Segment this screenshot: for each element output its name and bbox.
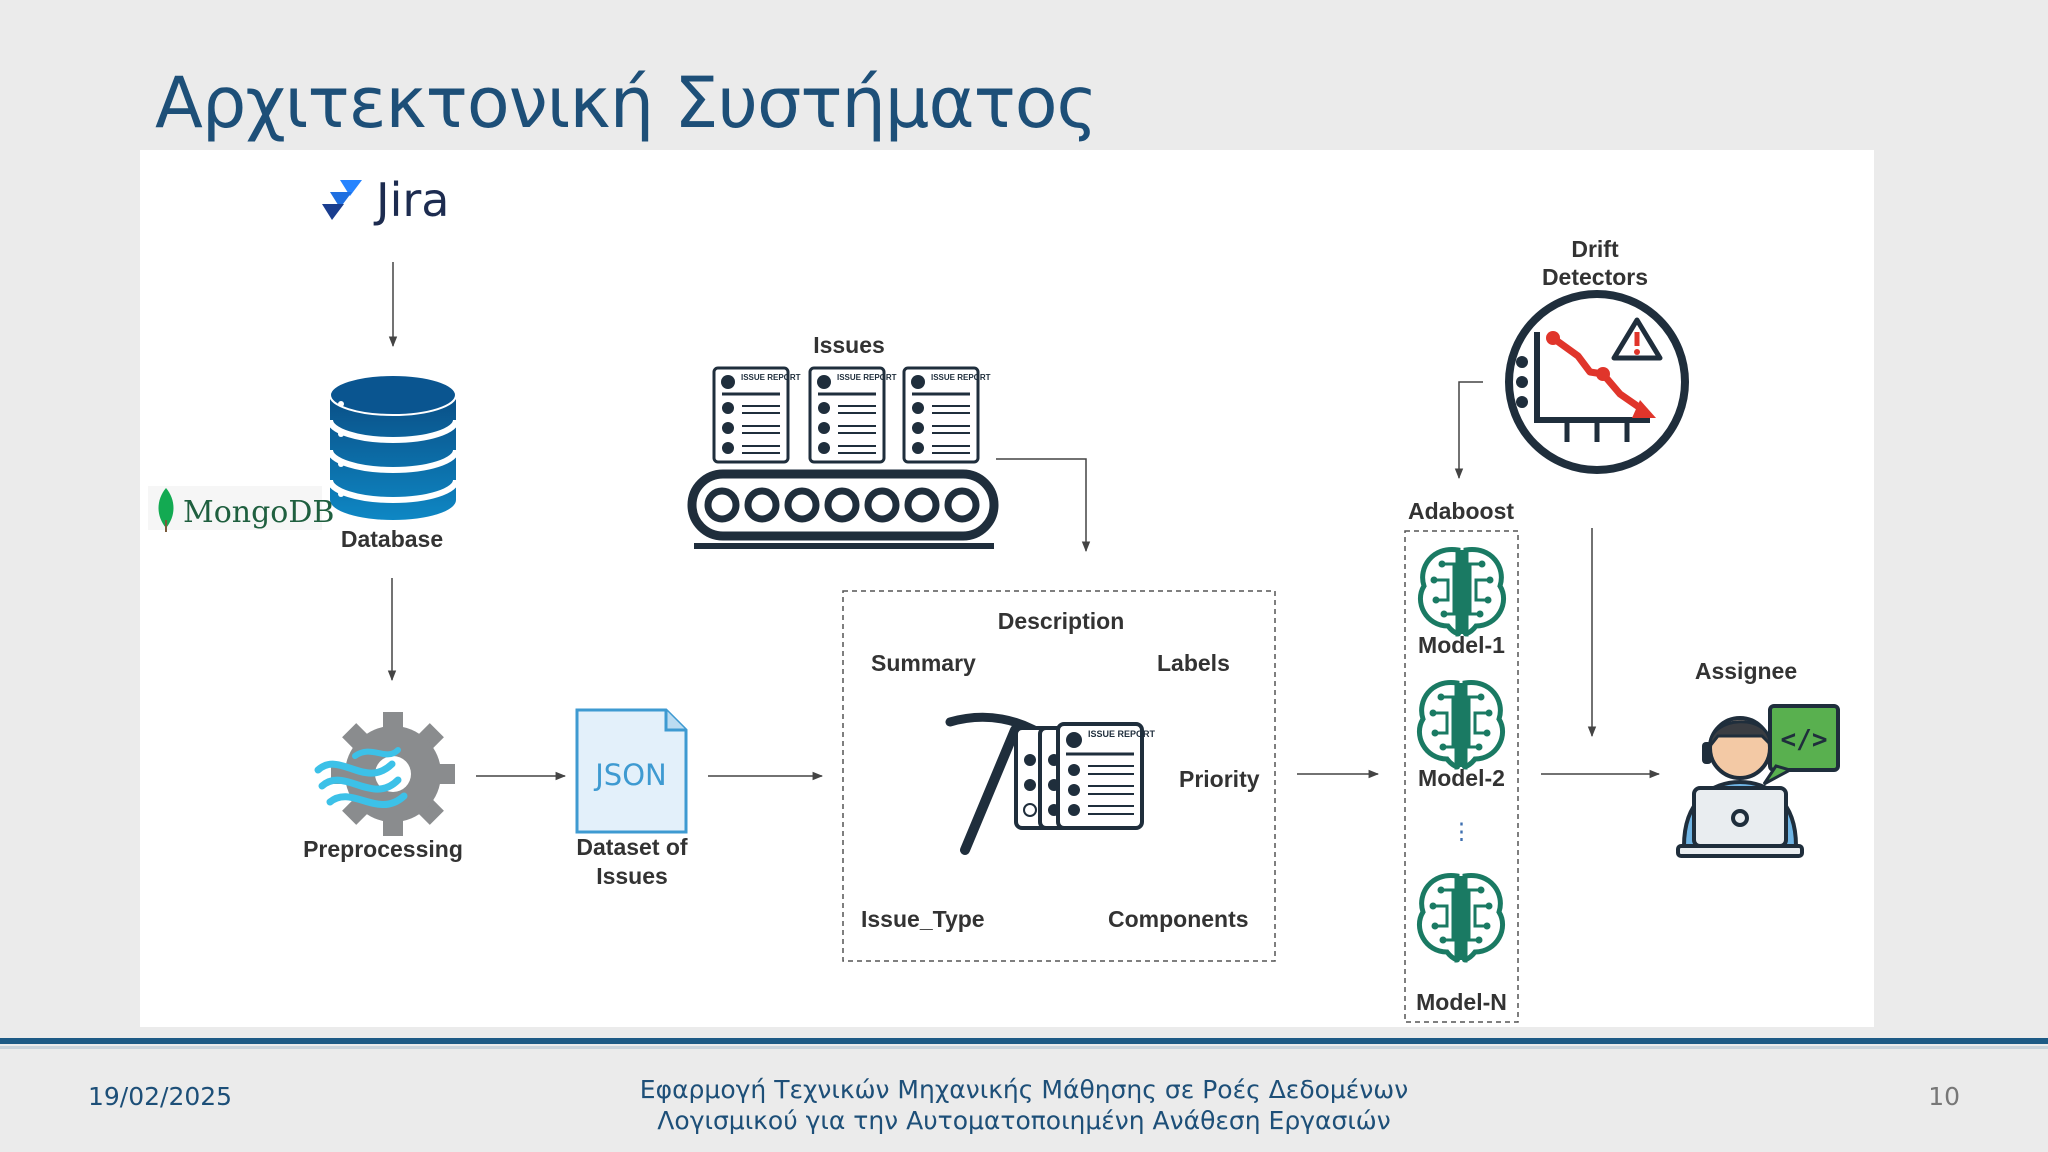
preprocessing-gear-icon: [314, 712, 455, 836]
json-label: JSON: [593, 758, 666, 792]
assignee-label: Assignee: [1694, 658, 1798, 684]
database-label: Database: [340, 526, 444, 552]
adaboost-box: [1404, 530, 1519, 1023]
svg-text:ISSUE REPORT: ISSUE REPORT: [837, 373, 897, 382]
footer-title: Εφαρμογή Τεχνικών Μηχανικής Μάθησης σε Ρ…: [624, 1074, 1424, 1136]
model-2-brain-icon: [1416, 680, 1506, 770]
model-1-brain-icon: [1417, 547, 1507, 637]
field-labels: Labels: [1157, 650, 1230, 676]
preprocessing-label: Preprocessing: [303, 836, 463, 862]
database-icon: [327, 374, 459, 520]
issues-conveyor-icon: ISSUE REPORT ISSUE REPORT: [687, 366, 999, 549]
code-tag-text: </>: [1781, 725, 1828, 755]
dataset-label-line1: Dataset of: [576, 834, 688, 860]
jira-mark-icon: [340, 180, 362, 196]
drift-label-line1: Drift: [1571, 236, 1619, 262]
svg-text:ISSUE REPORT: ISSUE REPORT: [1088, 729, 1156, 739]
footer-title-line1: Εφαρμογή Τεχνικών Μηχανικής Μάθησης σε Ρ…: [639, 1075, 1409, 1104]
slide-title: Αρχιτεκτονική Συστήματος: [155, 62, 1098, 144]
issues-label: Issues: [813, 332, 885, 358]
json-file-icon: JSON: [575, 708, 688, 834]
field-issue-type: Issue_Type: [861, 906, 985, 932]
mongodb-leaf-icon: [158, 488, 174, 528]
field-summary: Summary: [871, 650, 976, 676]
ellipsis-label: ⋮: [1450, 818, 1473, 844]
model-n-brain-icon: [1416, 873, 1506, 963]
feature-extraction-box: [842, 590, 1276, 962]
mongodb-text: MongoDB: [183, 495, 334, 530]
drift-detector-icon: [1505, 290, 1689, 474]
footer-date: 19/02/2025: [88, 1082, 233, 1111]
assignee-developer-icon: </>: [1676, 704, 1840, 858]
field-components: Components: [1108, 906, 1249, 932]
footer-rule: [0, 1038, 2048, 1044]
mongodb-logo: MongoDB: [148, 486, 334, 532]
dataset-label-line2: Issues: [596, 863, 668, 889]
issue-reports-stack-icon: ISSUE REPORT: [1014, 722, 1156, 830]
model-1-label: Model-1: [1418, 632, 1505, 658]
footer-rule-secondary: [0, 1046, 2048, 1049]
page-number: 10: [1928, 1082, 1960, 1111]
jira-logo: Jira: [322, 173, 449, 227]
model-2-label: Model-2: [1418, 765, 1505, 791]
jira-text: Jira: [373, 173, 449, 227]
flow-arrows: [387, 262, 1661, 781]
field-priority: Priority: [1179, 766, 1260, 792]
field-description: Description: [997, 608, 1125, 634]
model-n-label: Model-N: [1416, 989, 1507, 1015]
drift-label-line2: Detectors: [1541, 264, 1649, 290]
svg-text:ISSUE REPORT: ISSUE REPORT: [931, 373, 991, 382]
footer-title-line2: Λογισμικού για την Αυτοματοποιημένη Ανάθ…: [657, 1106, 1391, 1135]
adaboost-label: Adaboost: [1407, 498, 1515, 524]
svg-text:ISSUE REPORT: ISSUE REPORT: [741, 373, 801, 382]
